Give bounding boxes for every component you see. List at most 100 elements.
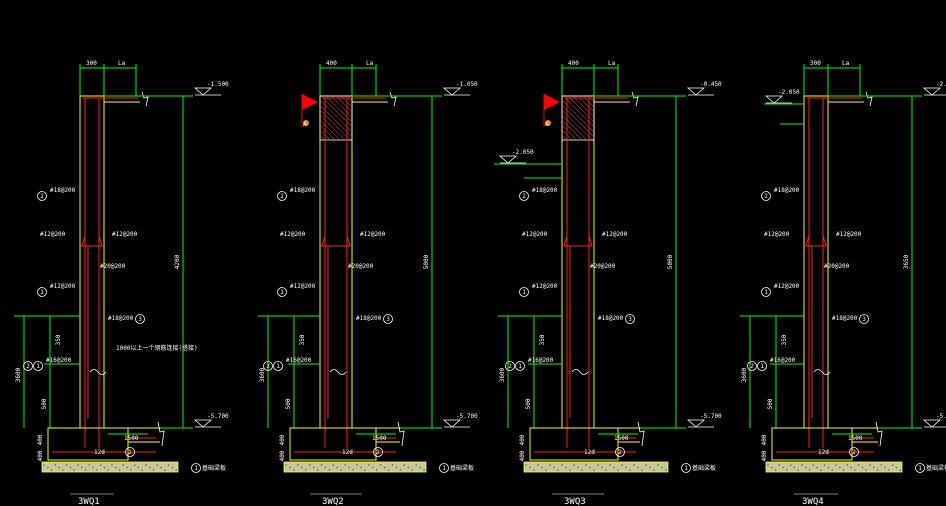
- gravel-dot: [126, 466, 128, 469]
- flag-icon: [302, 94, 318, 110]
- gravel-dot: [293, 469, 295, 471]
- height-dim-text: 3650: [903, 254, 910, 269]
- gravel-dot: [423, 469, 425, 471]
- gravel-dot: [407, 466, 410, 469]
- gravel-dot: [831, 469, 834, 471]
- elevation-text: -2.050: [512, 149, 534, 156]
- gravel-dot: [332, 464, 335, 466]
- inner-dim-text: 3600: [15, 367, 22, 382]
- section-label: 3WQ3: [564, 497, 586, 506]
- gravel-dot: [160, 466, 162, 469]
- callout-circle: [519, 287, 529, 297]
- rebar-label: #20@200: [824, 263, 850, 270]
- height-dim-text: 5000: [423, 254, 430, 269]
- rebar-label: #18@200: [774, 187, 800, 194]
- gravel-dot: [99, 464, 102, 466]
- gravel-dot: [581, 469, 583, 471]
- callout-number: 3: [628, 316, 632, 323]
- footing-dim-text: 400: [761, 434, 768, 445]
- wall-outline: [79, 95, 105, 429]
- elevation-text: -1.500: [207, 81, 229, 88]
- inner-dim-text: 3600: [741, 367, 748, 382]
- gravel-dot: [589, 466, 591, 469]
- callout-circle: [273, 361, 283, 371]
- wall-outline: [803, 95, 829, 429]
- elevation-text: -5.700: [936, 413, 946, 420]
- callout-circle: [505, 361, 515, 371]
- gravel-dot: [884, 466, 886, 469]
- inner-dim-text: 3600: [499, 367, 506, 382]
- rebar-label: #16@200: [46, 357, 72, 364]
- gravel-dot: [880, 464, 883, 466]
- rebar-label: #12@200: [522, 231, 548, 238]
- hatch-line: [335, 95, 353, 113]
- top-dim-thickness: 400: [326, 60, 337, 67]
- gravel-dot: [850, 466, 852, 469]
- gravel-dot: [356, 464, 358, 466]
- rebar-label: #12@200: [602, 231, 628, 238]
- gravel-dot: [312, 466, 315, 469]
- gravel-dot: [88, 464, 91, 466]
- callout-number: 2: [266, 363, 270, 370]
- gravel-dot: [629, 469, 631, 471]
- gravel-dot: [782, 466, 784, 469]
- rebar-label: #12@200: [836, 231, 862, 238]
- gravel-dot: [387, 469, 390, 471]
- hatch-line: [561, 119, 583, 141]
- callout-circle: [849, 447, 859, 457]
- rebar-label: #12@200: [112, 231, 138, 238]
- rebar-label: #18@200: [532, 187, 558, 194]
- hatch-line: [561, 114, 588, 141]
- gravel-dot: [316, 469, 319, 471]
- lower-dim-low-text: 500: [767, 398, 774, 409]
- flag-label: A: [303, 121, 307, 128]
- lower-dim-low-text: 500: [41, 398, 48, 409]
- gravel-pad: [523, 461, 669, 473]
- callout-circle: [681, 463, 691, 473]
- gravel-dot: [348, 466, 350, 469]
- gravel-dot: [103, 466, 106, 469]
- lower-dim-mid-text: 350: [539, 334, 546, 345]
- rebar-label: #12@200: [360, 231, 386, 238]
- gravel-pad: [41, 461, 179, 473]
- gravel-dot: [175, 469, 178, 471]
- gravel-dot: [789, 464, 792, 466]
- callout-circle: [277, 191, 287, 201]
- gravel-dot: [137, 466, 140, 469]
- hatch-line: [319, 114, 346, 141]
- callout-number: 1: [918, 465, 922, 472]
- splice-wave: [329, 369, 347, 375]
- gravel-dot: [888, 469, 890, 471]
- gravel-dot: [812, 464, 815, 466]
- gravel-dot: [46, 466, 49, 469]
- hatch-line: [319, 119, 341, 141]
- gravel-dot: [597, 464, 599, 466]
- gravel-dot: [43, 464, 45, 466]
- gravel-dot: [54, 464, 57, 466]
- rebar-label: #18@200: [356, 315, 382, 322]
- gravel-dot: [549, 464, 551, 466]
- gravel-dot: [585, 464, 587, 466]
- footing-note: 基础梁板: [202, 464, 226, 472]
- callout-number: 2: [522, 193, 526, 200]
- callout-circle: [915, 463, 925, 473]
- top-dim-anchorage: La: [842, 60, 850, 67]
- gravel-dot: [770, 466, 773, 469]
- hatch-line: [567, 95, 595, 123]
- gravel-dot: [561, 464, 563, 466]
- footing-dim-text: 1500: [372, 435, 387, 442]
- callout-circle: [37, 287, 47, 297]
- gravel-dot: [62, 469, 64, 471]
- gravel-dot: [625, 466, 627, 469]
- gravel-dot: [645, 464, 647, 466]
- gravel-dot: [368, 464, 370, 466]
- footing-note: 基础梁板: [450, 464, 474, 472]
- rebar-label: #20@200: [590, 263, 616, 270]
- hatch-line: [350, 95, 353, 98]
- gravel-dot: [846, 464, 849, 466]
- gravel-dot: [665, 469, 667, 471]
- elevation-text: -5.700: [456, 413, 478, 420]
- top-dim-anchorage: La: [366, 60, 374, 67]
